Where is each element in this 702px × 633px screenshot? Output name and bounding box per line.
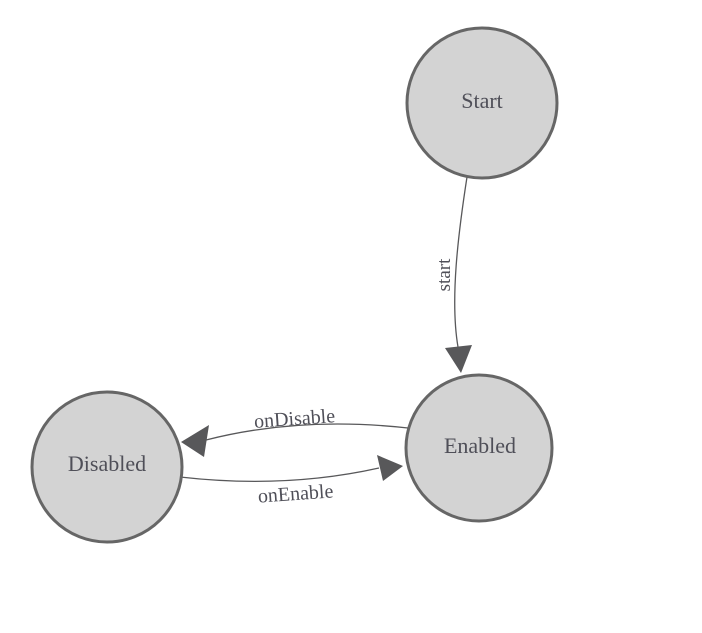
edge-enabled-to-disabled: onDisable [181, 405, 409, 457]
edge-start-to-enabled-line [454, 176, 468, 348]
state-circle-disabled [30, 390, 184, 544]
edge-label-ondisable: onDisable [253, 405, 336, 433]
state-label-enabled: Enabled [444, 433, 516, 458]
edge-disabled-to-enabled: onEnable [179, 455, 403, 508]
state-label-disabled: Disabled [68, 451, 146, 476]
edge-label-onenable: onEnable [257, 480, 334, 507]
edge-label-start: start [434, 258, 455, 291]
edge-disabled-to-enabled-line [179, 467, 380, 482]
edge-start-to-enabled: start [434, 176, 472, 373]
state-node-enabled: Enabled [404, 373, 554, 523]
edge-enabled-to-disabled-line [205, 423, 409, 441]
arrowhead-start-to-enabled [445, 345, 472, 373]
state-circle-start [405, 26, 559, 180]
arrowhead-disabled-to-enabled [377, 455, 403, 481]
state-node-start: Start [405, 26, 559, 180]
state-circle-enabled [404, 373, 554, 523]
arrowhead-enabled-to-disabled [181, 425, 209, 457]
state-node-disabled: Disabled [30, 390, 184, 544]
state-label-start: Start [461, 88, 503, 113]
